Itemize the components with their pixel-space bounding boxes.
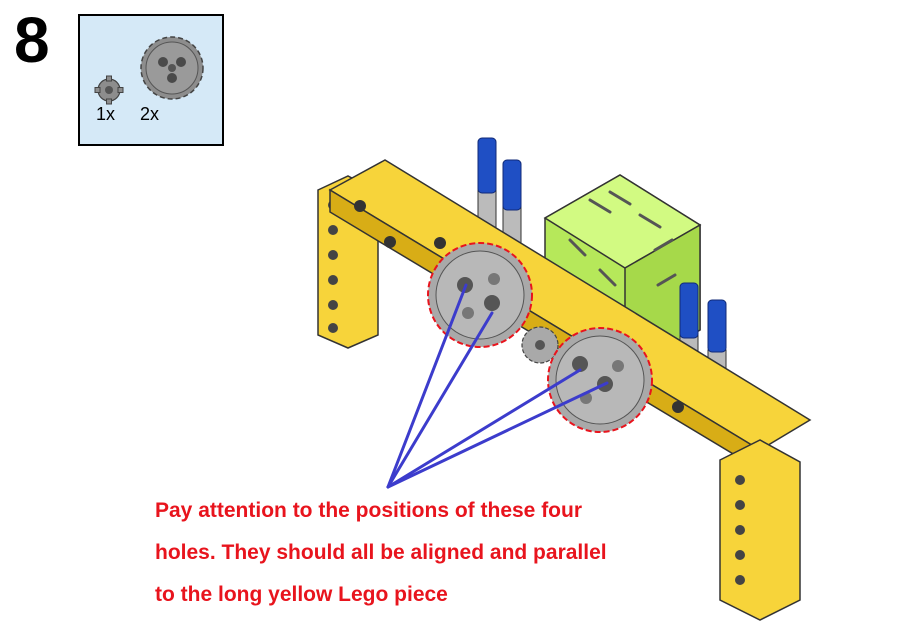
- pointer-lines: [386, 283, 609, 489]
- pointer-line-3: [386, 368, 582, 489]
- instruction-note: Pay attention to the positions of these …: [155, 490, 715, 616]
- note-line-1: Pay attention to the positions of these …: [155, 499, 583, 522]
- parts-icons: [94, 36, 204, 105]
- pointer-line-2: [386, 311, 494, 489]
- small-gear-quantity: 1x: [96, 104, 116, 124]
- large-gear-right: [547, 327, 653, 433]
- large-gear-icon: [140, 36, 204, 100]
- small-middle-gear: [521, 326, 559, 364]
- parts-callout: 1x 2x: [78, 14, 224, 146]
- small-gear-icon: [94, 75, 124, 105]
- pointer-line-4: [386, 381, 609, 489]
- yellow-l-beam-right: [719, 439, 801, 621]
- step-number: 8: [14, 4, 50, 76]
- pointer-line-1: [386, 283, 468, 489]
- note-line-2: holes. They should all be aligned and pa…: [155, 541, 607, 564]
- note-line-3: to the long yellow Lego piece: [155, 583, 448, 606]
- large-gear-quantity: 2x: [140, 104, 160, 124]
